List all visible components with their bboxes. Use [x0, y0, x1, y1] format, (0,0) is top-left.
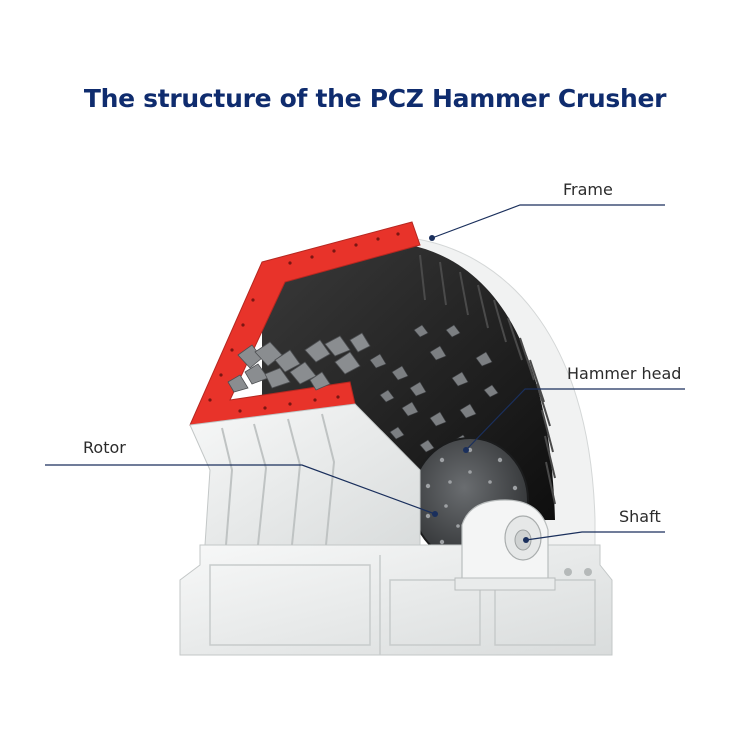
shaft-callout-line [525, 531, 665, 541]
feed-rocks [227, 332, 371, 393]
rotor-label: Rotor [83, 438, 126, 457]
hammer-head-label: Hammer head [567, 364, 682, 383]
callout-dots [429, 235, 529, 543]
frame-label: Frame [563, 180, 613, 199]
callout-lines [45, 204, 685, 541]
bearing-base [454, 577, 556, 591]
feed-chute [189, 403, 421, 546]
liner-plates [419, 254, 556, 505]
base-bolts [564, 568, 592, 576]
base-panels [209, 555, 596, 655]
flying-rocks [369, 324, 499, 453]
frame-callout-line [431, 204, 665, 239]
rotor-callout-line [45, 464, 436, 515]
hammer-head-callout-line [465, 388, 685, 451]
diagram-title: The structure of the PCZ Hammer Crusher [83, 84, 667, 113]
frame-rivets [208, 232, 400, 413]
shaft-label: Shaft [619, 507, 661, 526]
